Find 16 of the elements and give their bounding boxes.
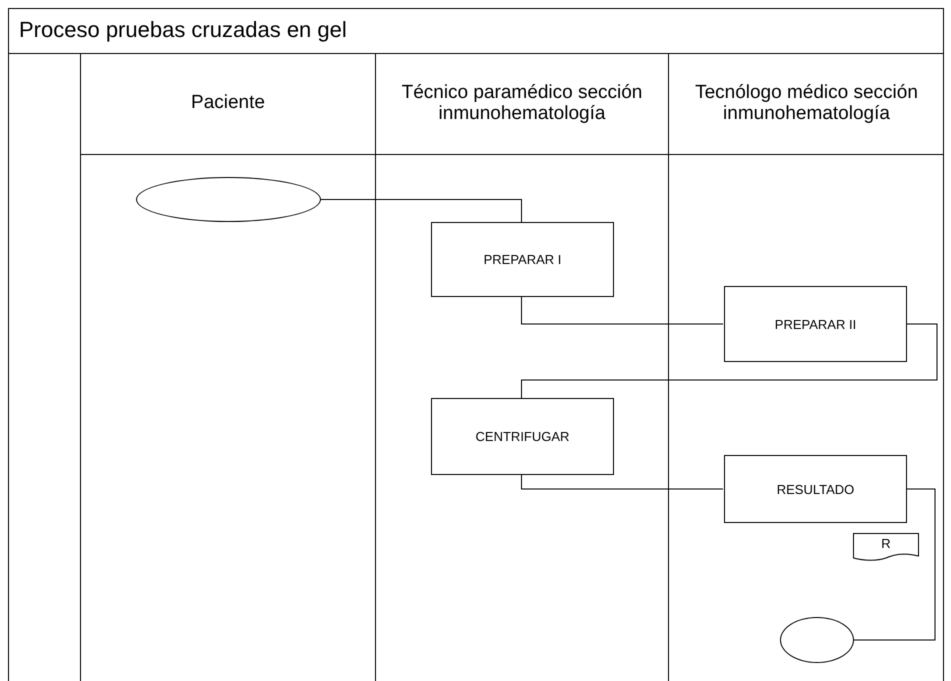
- lane-title: Tecnólogo médico sección inmunohematología: [694, 82, 919, 124]
- swimlane: [375, 53, 668, 681]
- connector-line: [521, 324, 938, 398]
- process-box: RESULTADO: [724, 455, 907, 523]
- swimlane: [668, 53, 944, 681]
- document-label: R: [881, 536, 891, 553]
- connector-line: [852, 488, 936, 640]
- swimlane: [80, 53, 375, 681]
- lane-title: Técnico paramédico sección inmunohematología: [400, 82, 644, 124]
- connector-line: [521, 296, 724, 324]
- connector-line: [320, 199, 522, 222]
- lane-title: Paciente: [191, 93, 265, 114]
- process-box: PREPARAR II: [724, 286, 907, 362]
- process-box: PREPARAR I: [431, 222, 614, 297]
- process-box: CENTRIFUGAR: [431, 398, 614, 475]
- connector-line: [521, 474, 724, 490]
